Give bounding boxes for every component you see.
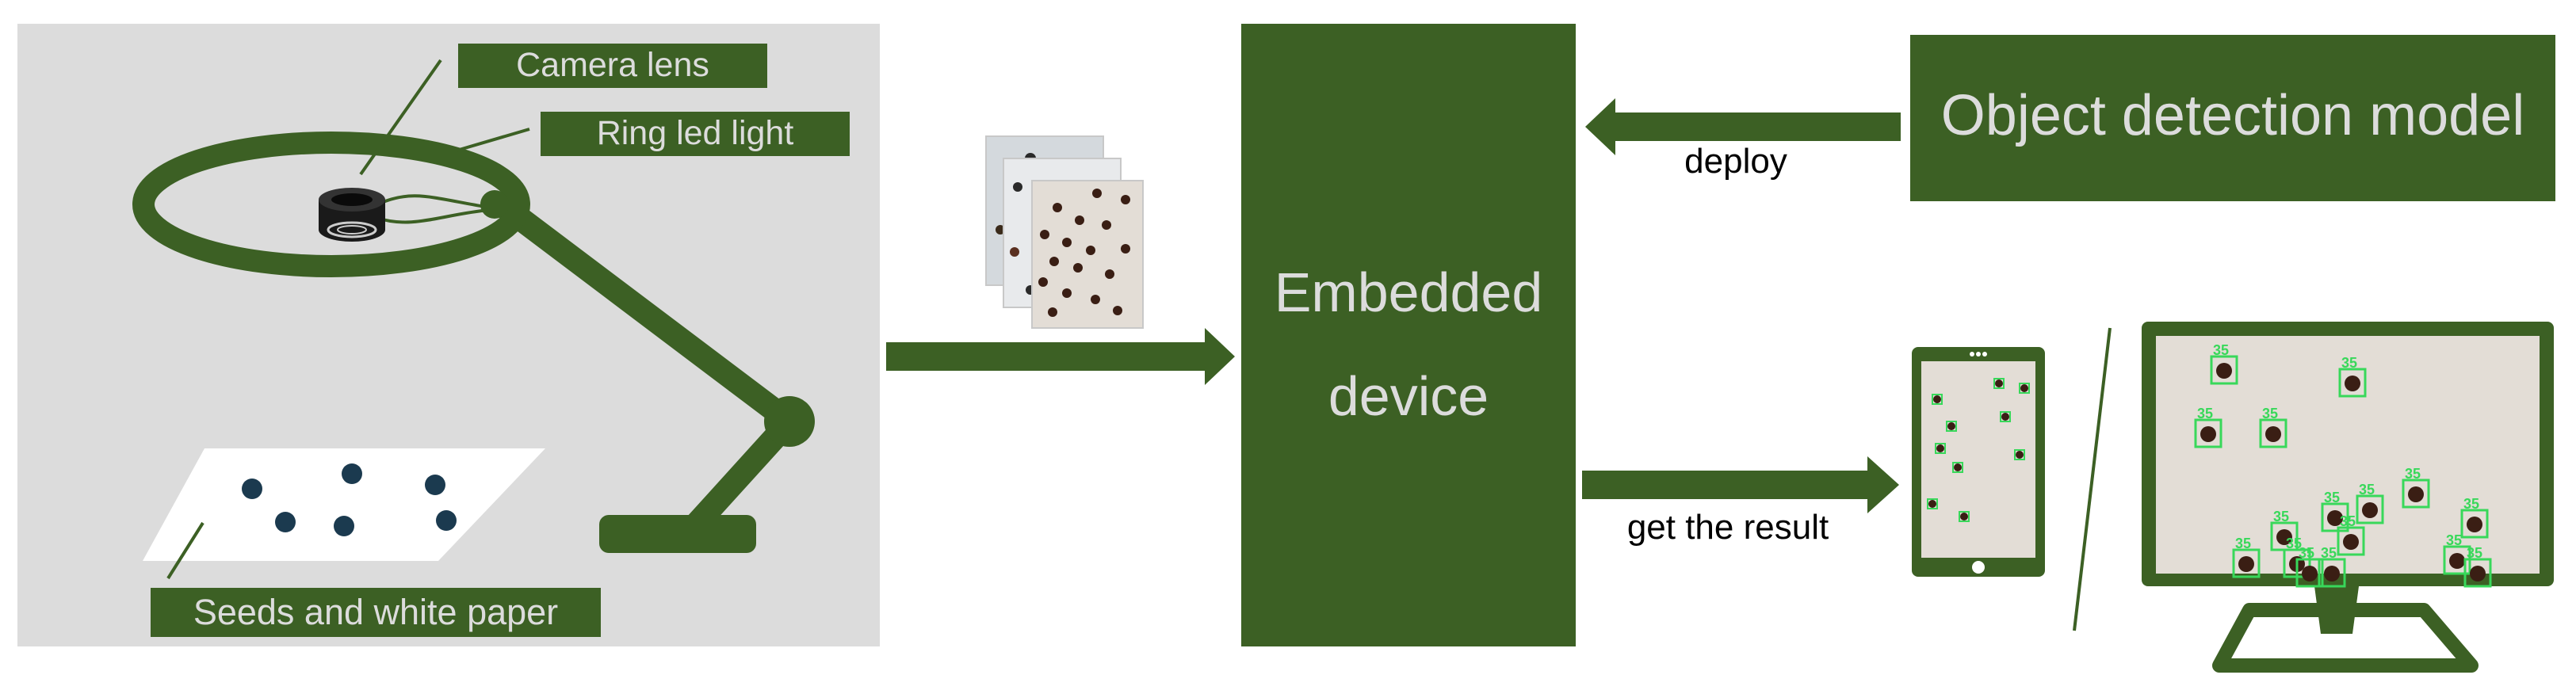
detected-seed: [2200, 426, 2216, 442]
detection-box: [2194, 418, 2222, 448]
detected-seed: [2324, 566, 2340, 582]
detection-box: [2463, 558, 2492, 588]
detected-seed: [2216, 363, 2232, 379]
ring-light-pointer: [456, 128, 530, 152]
seed: [436, 510, 457, 531]
detected-seed: [2470, 566, 2486, 582]
detected-seed: [2362, 502, 2378, 518]
detection-box: [2338, 368, 2367, 398]
detection-tag: 35: [2340, 513, 2356, 529]
camera-lens-label-box: [458, 44, 767, 88]
desk-lamp-icon: [132, 132, 815, 553]
detection-box: [2318, 558, 2346, 588]
detection-tag: 35: [2262, 406, 2278, 421]
embedded-device-label-line1: Embedded: [1275, 261, 1543, 323]
object-detection-model-label: Object detection model: [1941, 84, 2524, 147]
detected-seed: [2276, 529, 2292, 545]
acquisition-panel: Camera lens Ring led light Seeds and whi…: [17, 24, 880, 646]
detection-box: [2232, 548, 2261, 578]
result-arrow: [1582, 456, 1899, 513]
detection-tag: 35: [2359, 482, 2375, 498]
detection-tag: 35: [2463, 496, 2479, 512]
white-paper: [143, 448, 545, 561]
seed-photo-stack-icon: [985, 135, 1144, 329]
seed: [334, 516, 354, 536]
camera-lens-pointer: [359, 59, 442, 176]
seed: [275, 512, 296, 532]
seed: [242, 479, 262, 499]
detection-tag: 35: [2405, 466, 2421, 482]
detected-seed: [2467, 517, 2482, 532]
input-arrow: [886, 328, 1235, 385]
ring-led-light-label-box: [541, 112, 850, 156]
detection-tag: 35: [2235, 536, 2251, 551]
detected-seed: [2343, 534, 2359, 550]
detection-tag: 35: [2321, 545, 2337, 561]
ring-light-icon: [132, 132, 530, 277]
detection-box: [2460, 509, 2489, 539]
detection-tag: 35: [2299, 545, 2314, 561]
detection-tag: 35: [2467, 545, 2482, 561]
seeds-label-box: [151, 588, 601, 637]
seeds-and-white-paper-label: Seeds and white paper: [193, 592, 558, 632]
camera-lens-label: Camera lens: [516, 46, 709, 84]
ring-led-light-label: Ring led light: [597, 114, 794, 152]
detection-box: [2259, 418, 2287, 448]
seeds-on-paper: [242, 463, 457, 536]
detected-seed: [2449, 553, 2465, 569]
seed: [342, 463, 362, 484]
detection-tag: 35: [2324, 490, 2340, 505]
detection-box: [2337, 526, 2365, 556]
embedded-device-box: [1241, 24, 1576, 646]
detection-box: [2210, 355, 2238, 385]
phone-icon: [1912, 347, 2045, 577]
detection-tag: 35: [2341, 355, 2357, 371]
detection-box: [2356, 494, 2384, 524]
detection-tag: 35: [2197, 406, 2213, 421]
detected-seed: [2408, 486, 2424, 502]
detection-tag: 35: [2446, 532, 2462, 548]
object-detection-model-box: [1910, 35, 2555, 201]
detection-tag: 35: [2286, 536, 2302, 551]
seed: [425, 475, 445, 495]
detected-seed: [2238, 556, 2254, 572]
seeds-pointer: [166, 521, 204, 580]
detection-tag: 35: [2213, 342, 2229, 358]
detected-seed: [2327, 510, 2343, 526]
embedded-device-label-line2: device: [1328, 365, 1489, 427]
get-the-result-label: get the result: [1627, 508, 1829, 547]
detection-box: [2402, 479, 2430, 509]
detected-seed: [2345, 376, 2360, 391]
detection-tag: 35: [2273, 509, 2289, 524]
detected-seed: [2265, 426, 2281, 442]
deploy-label: deploy: [1684, 142, 1787, 181]
detected-seed: [2302, 566, 2318, 582]
detection-box: [2295, 558, 2324, 588]
deploy-arrow: [1585, 98, 1901, 155]
detection-box: [2321, 502, 2349, 532]
camera-lens-icon: [319, 188, 491, 242]
device-divider: [2073, 327, 2112, 631]
